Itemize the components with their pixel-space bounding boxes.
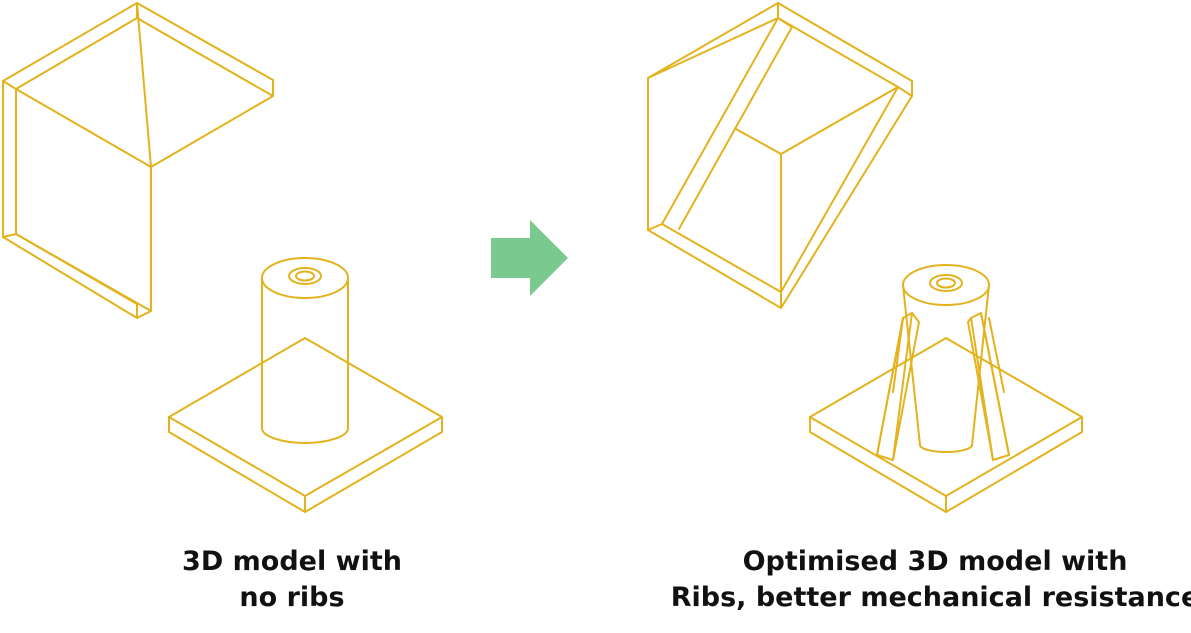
caption-no-ribs: 3D model with no ribs (92, 544, 492, 616)
boss-no-ribs (168, 257, 443, 513)
boss-with-ribs (809, 264, 1083, 513)
caption-with-ribs-line1: Optimised 3D model with (742, 546, 1128, 577)
bracket-no-ribs (2, 2, 274, 319)
caption-no-ribs-line2: no ribs (239, 582, 345, 613)
caption-with-ribs: Optimised 3D model with Ribs, better mec… (655, 544, 1191, 616)
caption-no-ribs-line1: 3D model with (182, 546, 402, 577)
caption-with-ribs-line2: Ribs, better mechanical resistance (670, 582, 1191, 613)
arrow-right-icon (491, 220, 568, 296)
bracket-with-ribs (647, 2, 913, 309)
